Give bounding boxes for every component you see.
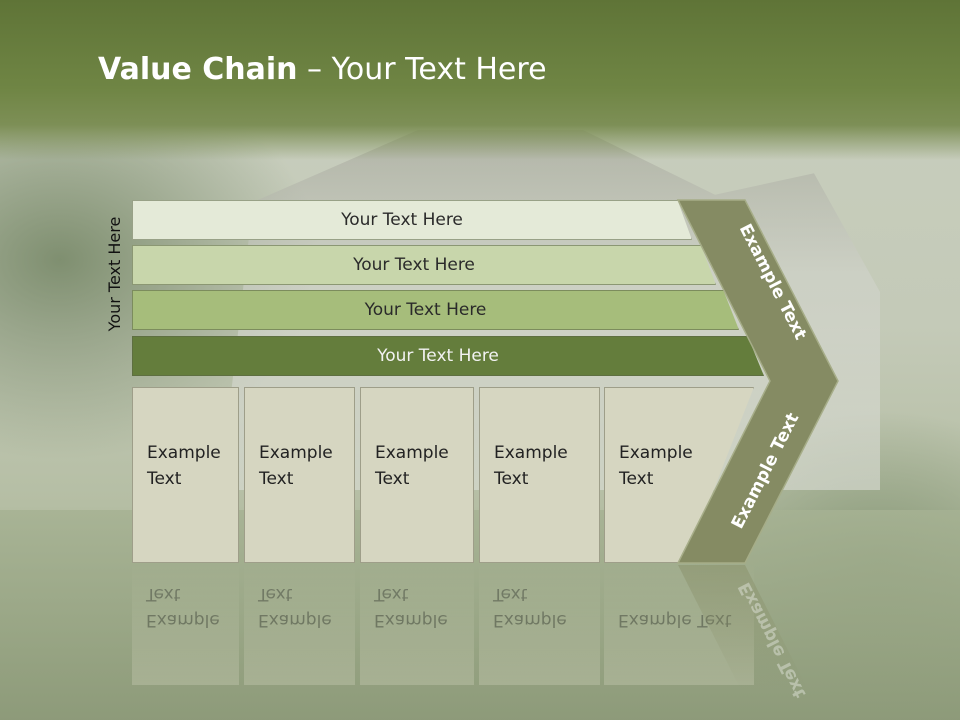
margin-chevron-shape	[676, 199, 839, 564]
primary-box-2-text: Example Text	[259, 443, 333, 489]
support-bar-2-label: Your Text Here	[353, 255, 475, 275]
title-banner	[0, 0, 960, 160]
primary-box-3: Example Text	[360, 387, 474, 563]
primary-box-4-text: Example Text	[494, 443, 568, 489]
primary-box-3-text: Example Text	[375, 443, 449, 489]
support-bar-1-label: Your Text Here	[341, 210, 463, 230]
support-bar-3: Your Text Here	[132, 290, 739, 330]
support-bar-4-label: Your Text Here	[377, 346, 499, 366]
support-bar-4: Your Text Here	[132, 336, 764, 376]
primary-box-2: Example Text	[244, 387, 355, 563]
slide-title-rest: – Your Text Here	[297, 52, 547, 87]
support-bar-1: Your Text Here	[132, 200, 692, 240]
primary-box-1: Example Text	[132, 387, 239, 563]
primary-box-4: Example Text	[479, 387, 600, 563]
primary-box-1-text: Example Text	[147, 443, 221, 489]
support-bar-2: Your Text Here	[132, 245, 716, 285]
margin-chevron-reflection	[678, 565, 808, 690]
slide-title-bold: Value Chain	[98, 52, 298, 87]
primary-box-5-text: Example Text	[619, 443, 693, 489]
slide-title: Value Chain – Your Text Here	[98, 52, 547, 87]
support-bar-3-label: Your Text Here	[364, 300, 487, 320]
